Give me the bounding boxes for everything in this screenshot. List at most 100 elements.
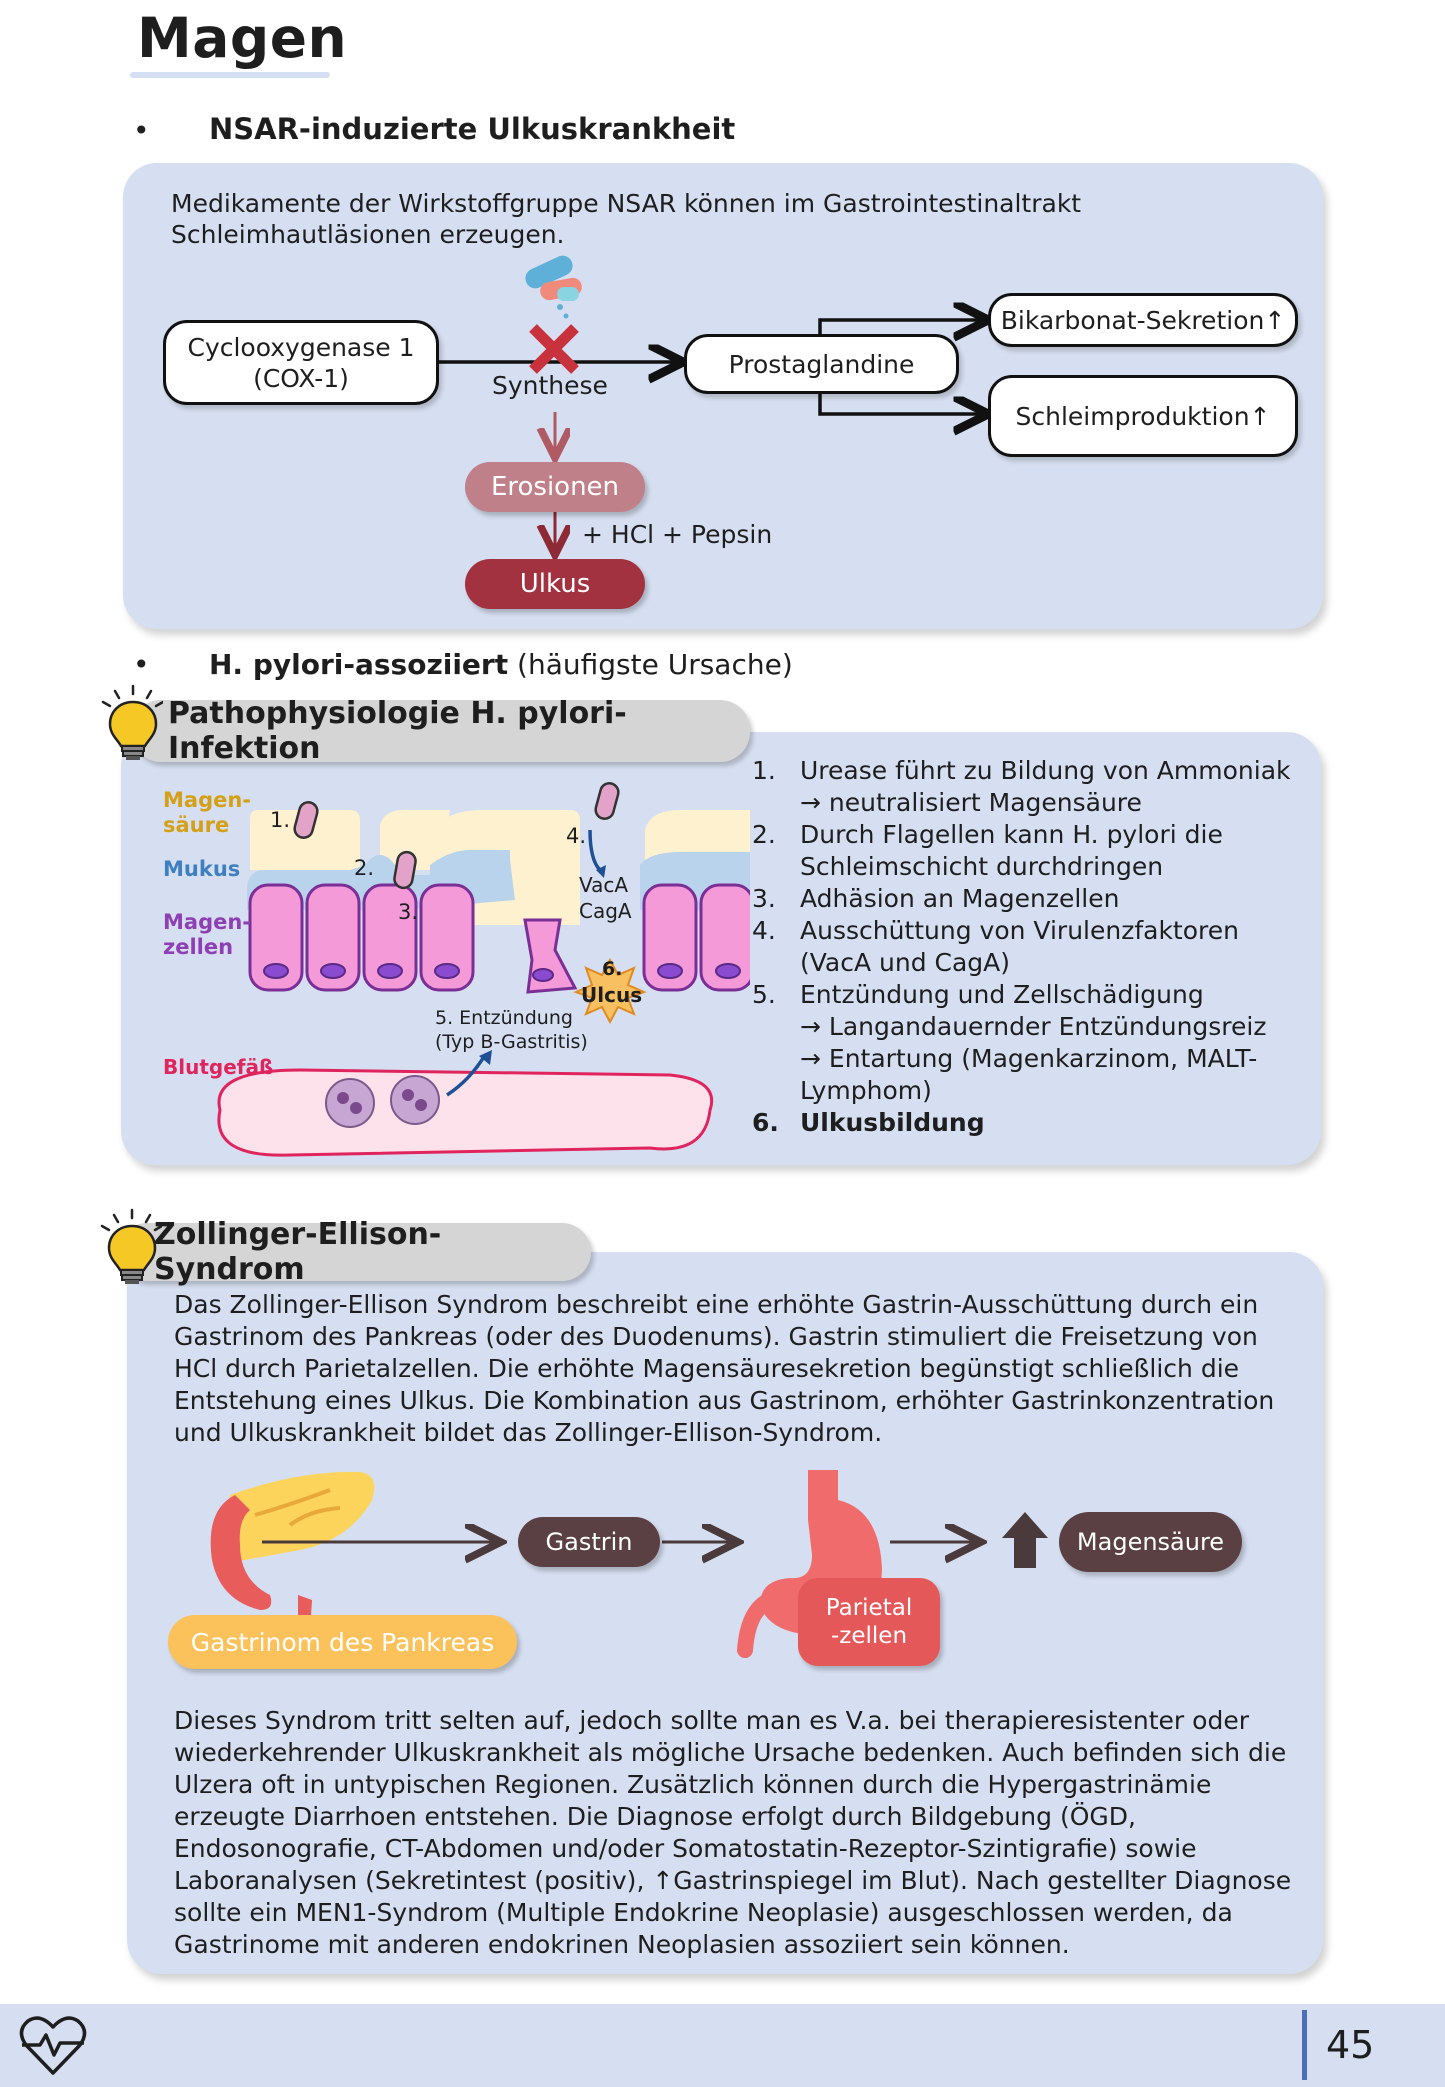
step-text: Ulkusbildung xyxy=(800,1108,985,1137)
label-step3: 3. xyxy=(398,900,419,924)
synthese-label: Synthese xyxy=(492,371,608,400)
parietal-line1: Parietal xyxy=(825,1595,913,1621)
step-number: 6. xyxy=(752,1108,779,1137)
label-blutgefaess: Blutgefäß xyxy=(163,1055,274,1079)
step-text: Schleimschicht durchdringen xyxy=(800,852,1164,881)
prostaglandine-box: Prostaglandine xyxy=(684,334,959,394)
label-caga: CagA xyxy=(579,899,632,923)
label-vaca: VacA xyxy=(579,873,629,897)
list-item: 4. Ausschüttung von Virulenzfaktoren (VacA… xyxy=(752,915,1312,979)
bikarbonat-box: Bikarbonat-Sekretion↑ xyxy=(988,293,1298,347)
zes-para2-line: Gastrinome mit anderen endokrinen Neopla… xyxy=(174,1930,1070,1959)
pathophysiologie-tag: Pathophysiologie H. pylori-Infektion xyxy=(131,696,750,766)
step-text: Urease führt zu Bildung von Ammoniak xyxy=(800,756,1291,785)
zes-para2-line: sollte ein MEN1-Syndrom (Multiple Endokr… xyxy=(174,1898,1233,1927)
zes-paragraph-2: Dieses Syndrom tritt selten auf, jedoch … xyxy=(174,1705,1291,1961)
hpylori-heading-bold: H. pylori-assoziiert xyxy=(209,648,509,681)
lightbulb-icon xyxy=(100,1208,162,1284)
label-step2: 2. xyxy=(354,856,375,880)
label-magensaeure-line1: Magen- xyxy=(163,788,252,812)
label-magenzellen: Magen-zellen xyxy=(163,910,251,960)
zes-paragraph-1: Das Zollinger-Ellison Syndrom beschreibt… xyxy=(174,1289,1274,1449)
step-text: (VacA und CagA) xyxy=(800,948,1011,977)
erosionen-pill: Erosionen xyxy=(465,462,645,512)
bullet: • xyxy=(133,648,150,681)
page-number: 45 xyxy=(1326,2023,1375,2067)
zes-para2-line: wiederkehrender Ulkuskrankheit als mögli… xyxy=(174,1738,1287,1767)
nsar-intro-line2: Schleimhautläsionen erzeugen. xyxy=(171,220,565,249)
list-item: 1. Urease führt zu Bildung von Ammoniak → … xyxy=(752,755,1312,819)
title-underline xyxy=(130,72,330,78)
step-text: Ausschüttung von Virulenzfaktoren xyxy=(800,916,1239,945)
zes-para2-line: Dieses Syndrom tritt selten auf, jedoch … xyxy=(174,1706,1249,1735)
hpylori-heading-rest: (häufigste Ursache) xyxy=(508,648,793,681)
label-magensaeure-line2: säure xyxy=(163,813,230,837)
zes-para1-line: Entstehung eines Ulkus. Die Kombination … xyxy=(174,1386,1275,1415)
hpylori-illustration xyxy=(217,782,750,1157)
step-number: 1. xyxy=(752,756,776,785)
hpylori-steps-list: 1. Urease führt zu Bildung von Ammoniak → … xyxy=(752,755,1312,1139)
page-title: Magen xyxy=(137,6,348,70)
label-entzuendung: 5. Entzündung(Typ B-Gastritis) xyxy=(435,1006,588,1054)
page-number-divider xyxy=(1302,2010,1307,2080)
zes-para1-line: und Ulkuskrankheit bildet das Zollinger-… xyxy=(174,1418,883,1447)
zes-para1-line: HCl durch Parietalzellen. Die erhöhte Ma… xyxy=(174,1354,1240,1383)
zes-para2-line: Ulzera oft in untypischen Regionen. Zusä… xyxy=(174,1770,1212,1799)
zes-para2-line: Endosonografie, CT-Abdomen und/oder Soma… xyxy=(174,1834,1197,1863)
label-magenzellen-line2: zellen xyxy=(163,935,234,959)
label-step4: 4. xyxy=(566,824,587,848)
step-number: 3. xyxy=(752,884,776,913)
label-step1: 1. xyxy=(270,808,291,832)
zes-para1-line: Gastrinom des Pankreas (oder des Duodenu… xyxy=(174,1322,1258,1351)
step-number: 2. xyxy=(752,820,776,849)
label-entzuendung-line2: (Typ B-Gastritis) xyxy=(435,1031,588,1053)
label-mukus: Mukus xyxy=(163,857,241,881)
step-text: Durch Flagellen kann H. pylori die xyxy=(800,820,1223,849)
ulkus-pill: Ulkus xyxy=(465,559,645,609)
step-text: → Langandauernder Entzündungsreiz xyxy=(800,1012,1267,1041)
pancreas-icon xyxy=(210,1471,375,1633)
page-footer xyxy=(0,2004,1445,2087)
step-number: 5. xyxy=(752,980,776,1009)
nsar-intro-line1: Medikamente der Wirkstoffgruppe NSAR kön… xyxy=(171,189,1082,218)
magensaeure-pill: Magensäure xyxy=(1059,1512,1242,1572)
list-item: 5. Entzündung und Zellschädigung → Langand… xyxy=(752,979,1312,1107)
cox1-label-line2: (COX-1) xyxy=(253,363,349,393)
label-entzuendung-line1: 5. Entzündung xyxy=(435,1007,573,1029)
gastrinom-pill: Gastrinom des Pankreas xyxy=(168,1615,517,1669)
pills-icon xyxy=(525,255,582,319)
parietalzellen-pill: Parietal-zellen xyxy=(798,1578,940,1666)
zes-para1-line: Das Zollinger-Ellison Syndrom beschreibt… xyxy=(174,1290,1259,1319)
step-text: Adhäsion an Magenzellen xyxy=(800,884,1120,913)
step-number: 4. xyxy=(752,916,776,945)
parietal-line2: -zellen xyxy=(830,1623,908,1649)
cox1-box: Cyclooxygenase 1(COX-1) xyxy=(163,320,439,405)
heart-pulse-icon xyxy=(19,2016,87,2075)
label-ulcus: Ulcus xyxy=(581,983,643,1007)
gastrin-pill: Gastrin xyxy=(518,1517,660,1567)
zes-para2-line: erzeugte Diarrhoen entstehen. Die Diagno… xyxy=(174,1802,1136,1831)
step-text: Entzündung und Zellschädigung xyxy=(800,980,1204,1009)
cox1-label-line1: Cyclooxygenase 1 xyxy=(187,332,415,362)
increase-arrow-icon xyxy=(1002,1512,1048,1568)
section-heading-hpylori: H. pylori-assoziiert (häufigste Ursache) xyxy=(209,648,793,681)
hcl-pepsin-label: + HCl + Pepsin xyxy=(582,520,773,549)
step-text: Lymphom) xyxy=(800,1076,932,1105)
zollinger-tag: Zollinger-Ellison-Syndrom xyxy=(118,1217,591,1287)
schleim-box: Schleimproduktion↑ xyxy=(988,375,1298,457)
label-step6: 6. xyxy=(602,958,623,980)
step-text: → neutralisiert Magensäure xyxy=(800,788,1142,817)
bullet: • xyxy=(133,114,150,147)
label-magensaeure: Magen-säure xyxy=(163,788,251,838)
step-text: → Entartung (Magenkarzinom, MALT- xyxy=(800,1044,1258,1073)
zes-panel xyxy=(127,1252,1323,1974)
list-item: 6. Ulkusbildung xyxy=(752,1107,1312,1139)
label-magenzellen-line1: Magen- xyxy=(163,910,252,934)
list-item: 3. Adhäsion an Magenzellen xyxy=(752,883,1312,915)
block-x-icon xyxy=(529,324,579,374)
section-heading-nsar: NSAR-induzierte Ulkuskrankheit xyxy=(209,112,736,146)
lightbulb-icon xyxy=(101,684,163,760)
zes-para2-line: Laboranalysen (Sekretintest (positiv), ↑… xyxy=(174,1866,1292,1895)
